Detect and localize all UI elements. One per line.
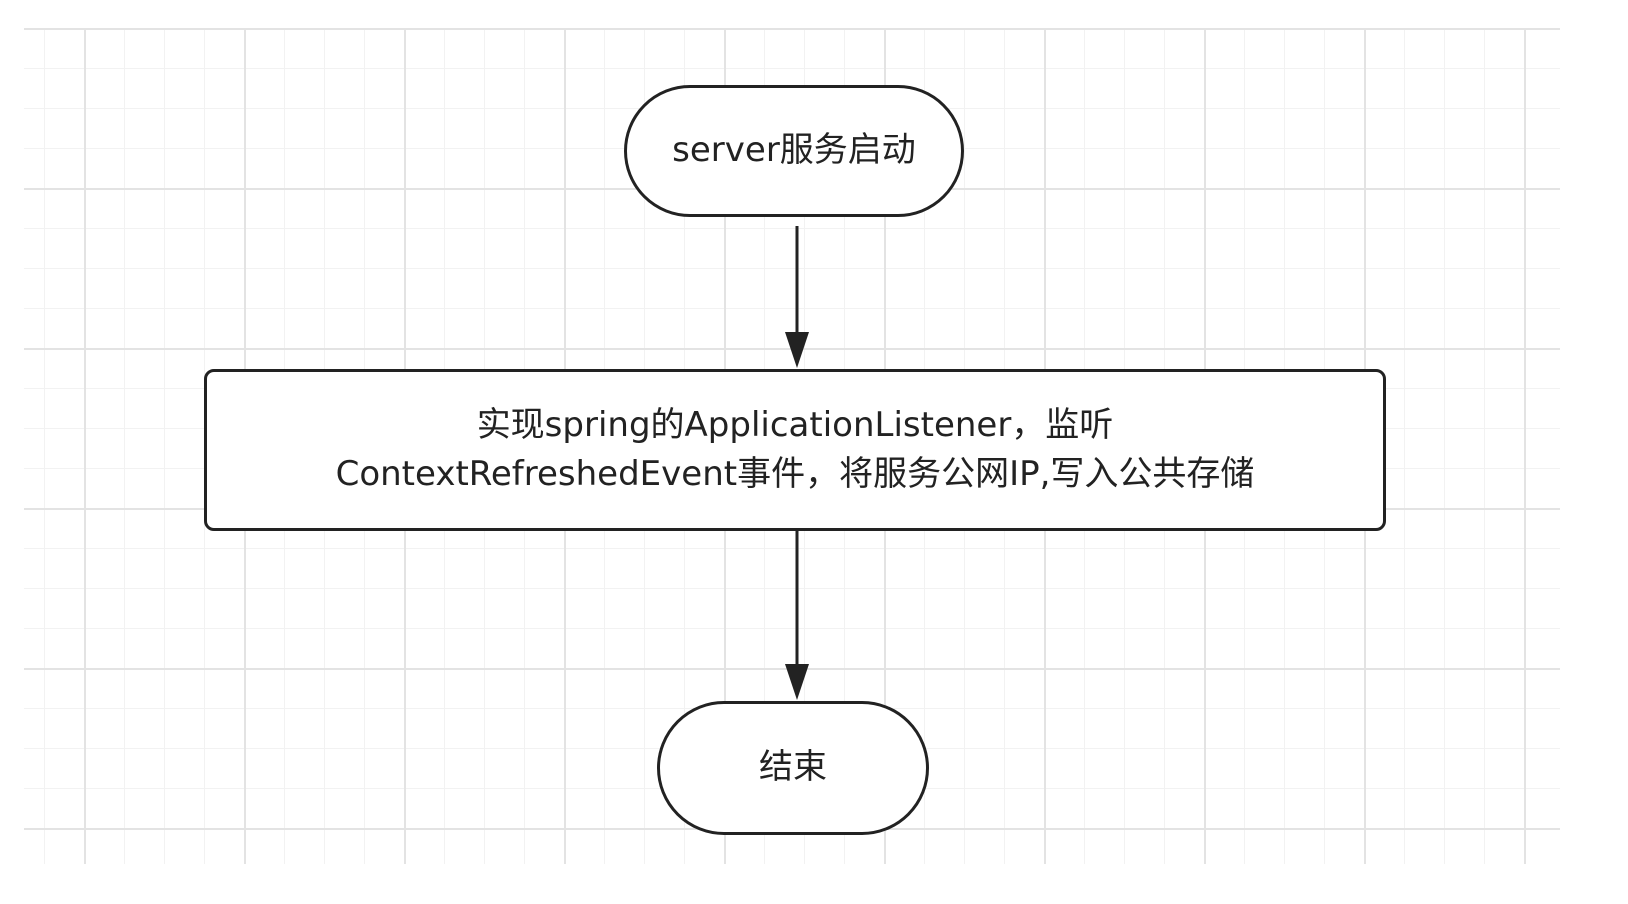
edge-start-to-process xyxy=(785,226,809,368)
process-node[interactable]: 实现spring的ApplicationListener，监听 ContextR… xyxy=(204,369,1386,531)
edge-process-to-end-arrowhead xyxy=(785,664,809,700)
edge-process-to-end xyxy=(785,531,809,700)
edge-start-to-process-arrowhead xyxy=(785,332,809,368)
start-node[interactable]: server服务启动 xyxy=(624,85,964,217)
end-node[interactable]: 结束 xyxy=(657,701,929,835)
end-node-label: 结束 xyxy=(759,747,827,788)
process-node-label: 实现spring的ApplicationListener，监听 ContextR… xyxy=(335,404,1255,494)
start-node-label: server服务启动 xyxy=(672,130,916,171)
